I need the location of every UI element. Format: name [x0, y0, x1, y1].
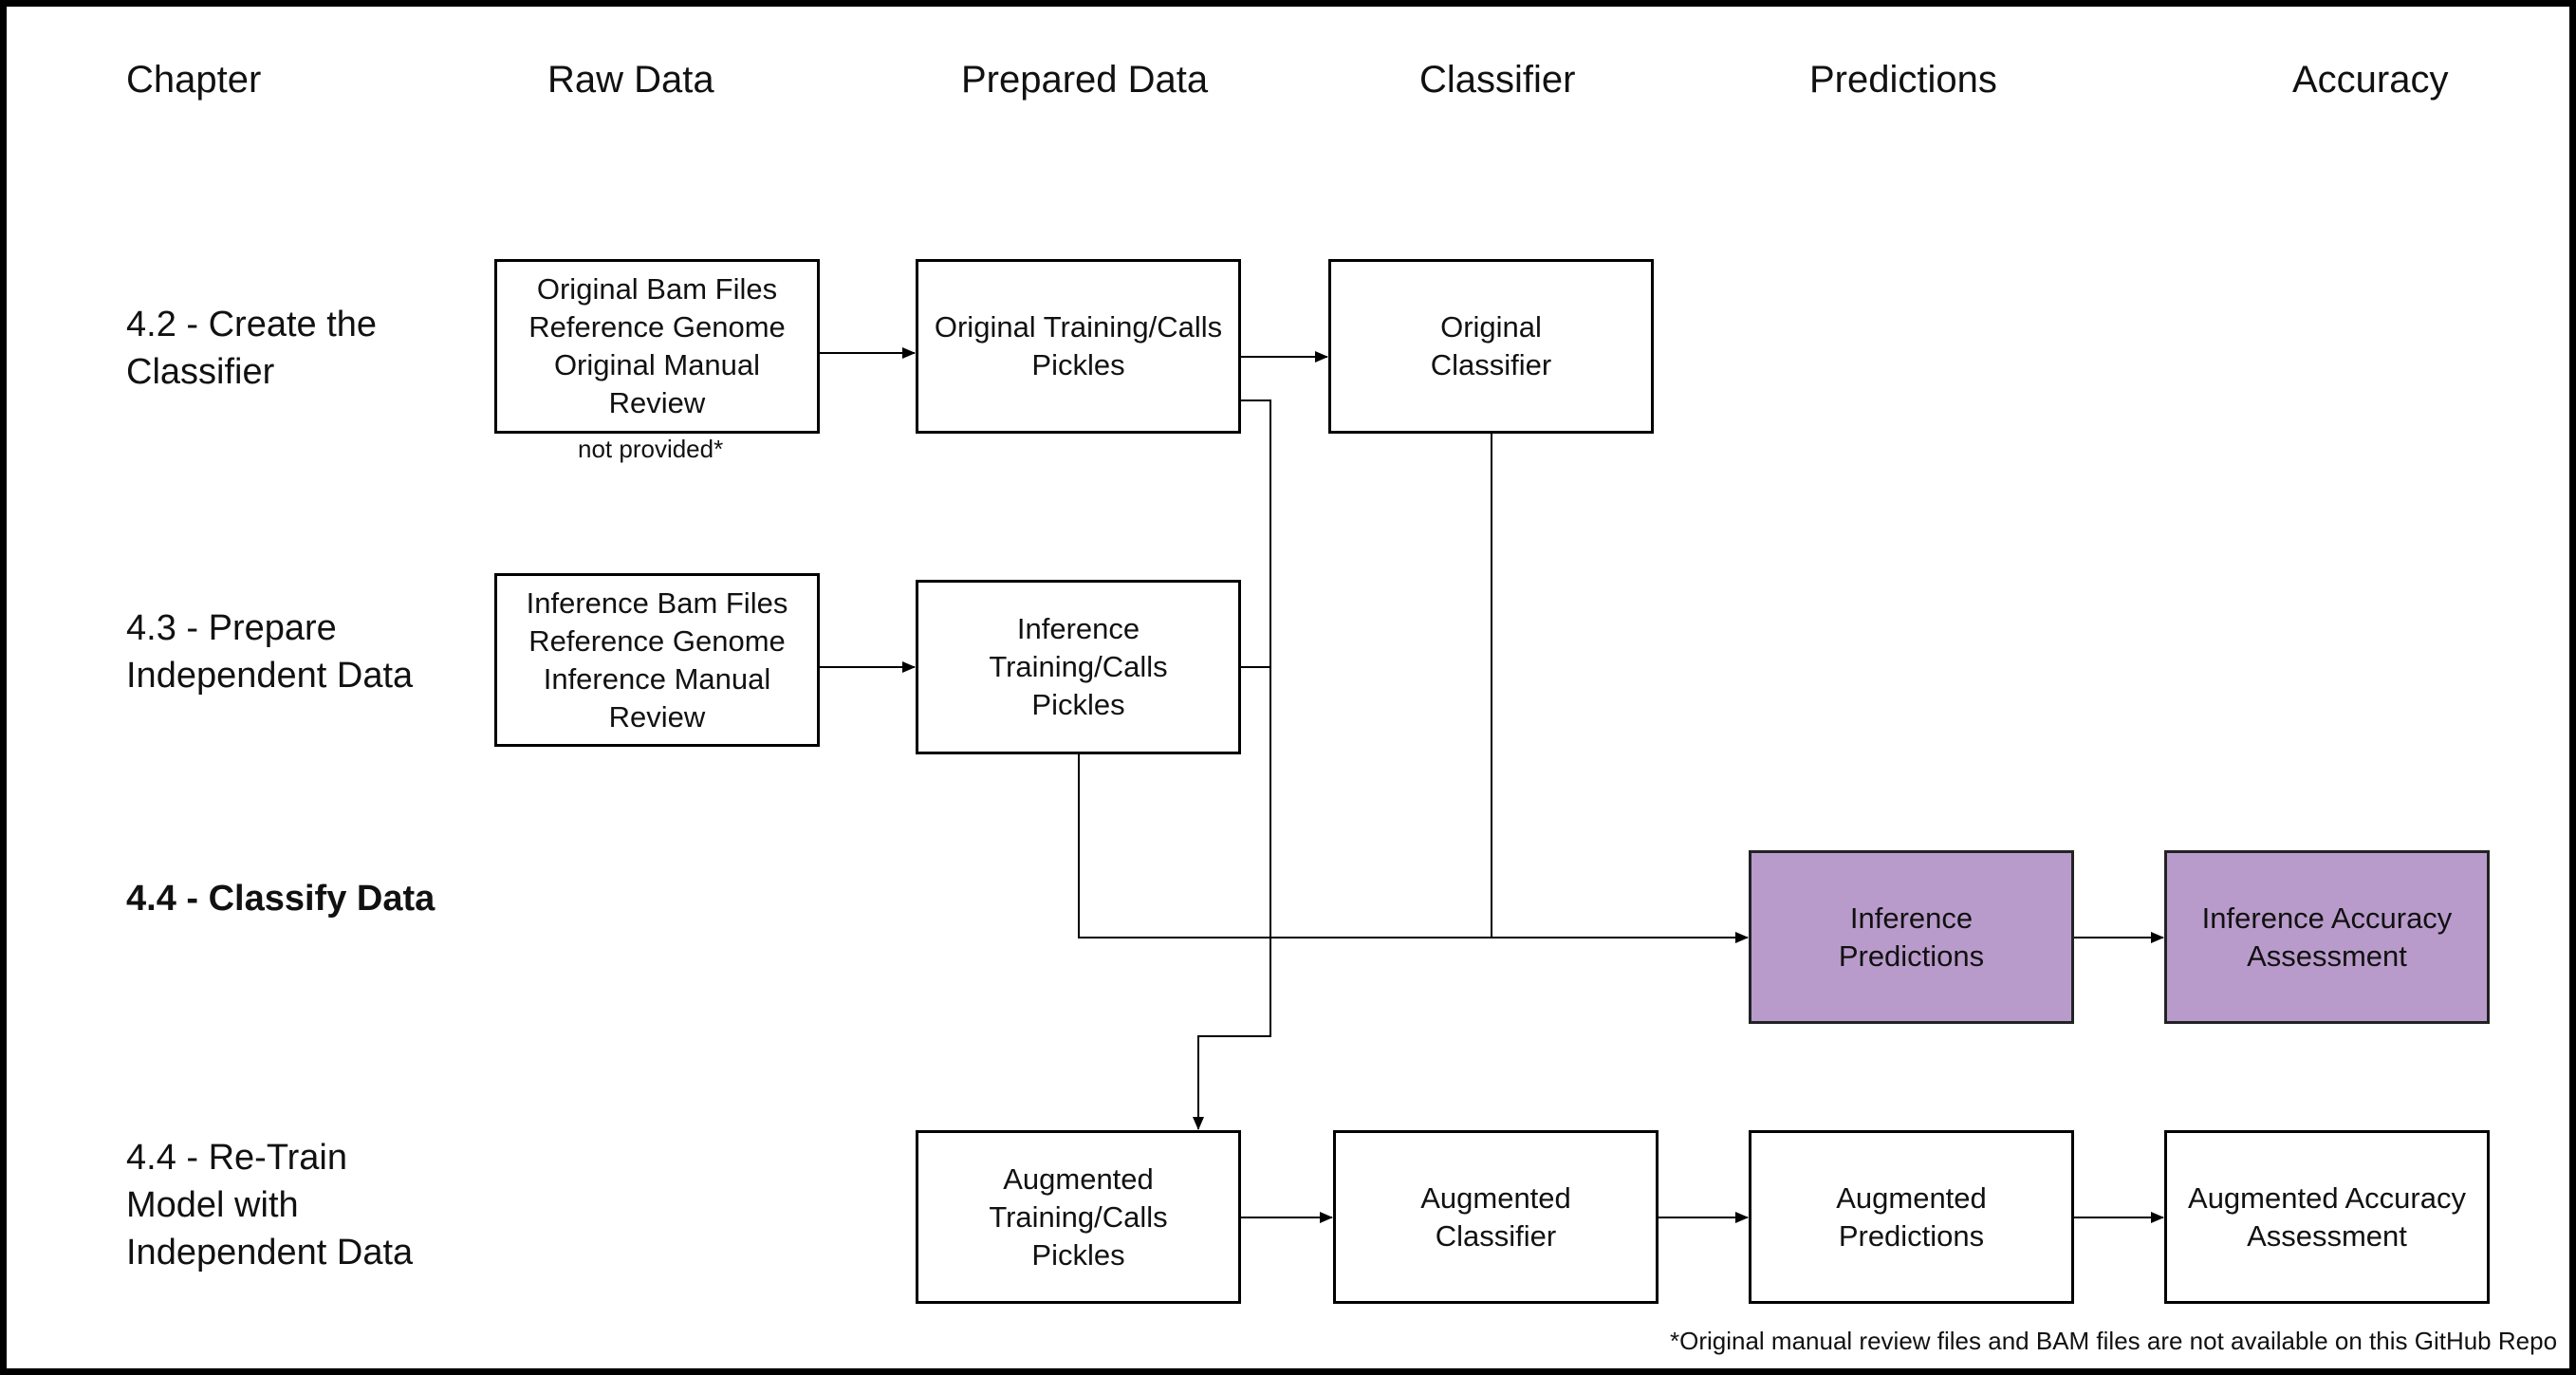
box-inference-predictions: Inference Predictions	[1749, 850, 2074, 1024]
box-augmented-accuracy: Augmented Accuracy Assessment	[2164, 1130, 2490, 1304]
box-augmented-classifier: Augmented Classifier	[1333, 1130, 1659, 1304]
box-original-classifier: Original Classifier	[1328, 259, 1654, 434]
box-augmented-prepared-data: Augmented Training/Calls Pickles	[916, 1130, 1241, 1304]
chapter-retrain-model: 4.4 - Re-Train Model with Independent Da…	[126, 1138, 414, 1273]
box-inference-raw-data: Inference Bam Files Reference Genome Inf…	[494, 573, 820, 747]
line-orig-pickles-to-augmented	[1193, 399, 1271, 1130]
header-raw-data: Raw Data	[547, 59, 714, 101]
box-original-raw-data: Original Bam Files Reference Genome Orig…	[494, 259, 820, 434]
note-not-provided: not provided*	[578, 435, 724, 463]
header-prepared-data: Prepared Data	[961, 59, 1209, 101]
header-classifier: Classifier	[1419, 59, 1576, 101]
header-chapter: Chapter	[126, 59, 262, 101]
chapter-prepare-data: 4.3 - Prepare Independent Data	[126, 608, 414, 696]
chapter-create-classifier: 4.2 - Create the Classifier	[126, 305, 378, 392]
chapter-classify-data: 4.4 - Classify Data	[126, 879, 436, 919]
box-augmented-predictions: Augmented Predictions	[1749, 1130, 2074, 1304]
footnote: *Original manual review files and BAM fi…	[1670, 1327, 2558, 1355]
line-inf-pickles-to-predictions	[1078, 754, 1749, 943]
box-original-prepared-data: Original Training/Calls Pickles	[916, 259, 1241, 434]
box-inference-prepared-data: Inference Training/Calls Pickles	[916, 580, 1241, 754]
header-accuracy: Accuracy	[2292, 59, 2449, 101]
box-inference-accuracy: Inference Accuracy Assessment	[2164, 850, 2490, 1024]
header-predictions: Predictions	[1809, 59, 1997, 101]
